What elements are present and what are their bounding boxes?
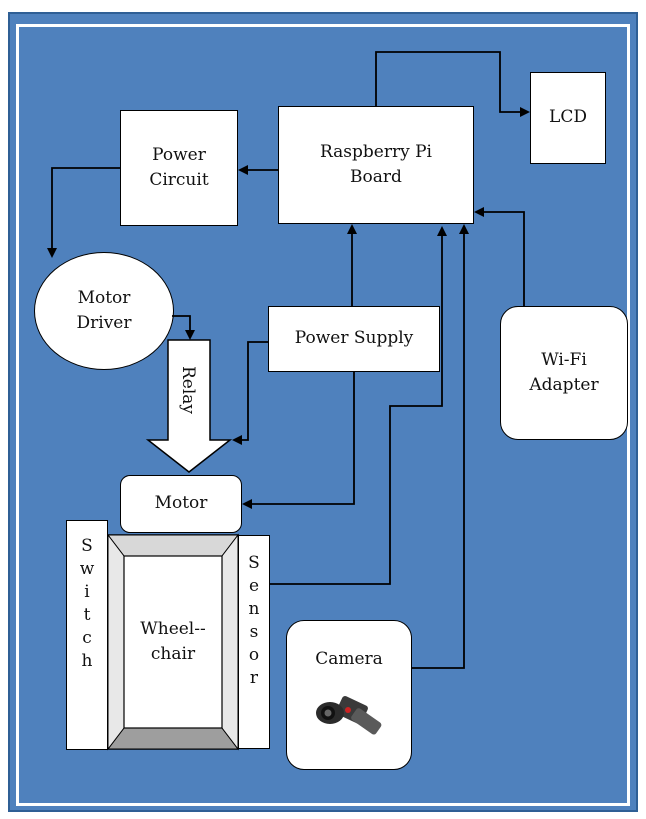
wire-power-supply-to-motor	[244, 372, 354, 504]
wire-motor-driver-to-relay	[172, 316, 190, 338]
wire-power-supply-to-relay	[234, 342, 268, 440]
wire-sensor-to-pi	[270, 228, 442, 584]
wire-camera-to-pi	[412, 226, 464, 668]
wire-pi-to-lcd	[376, 52, 528, 112]
wire-power-circuit-to-motor-driver	[52, 168, 120, 256]
wire-wifi-to-pi	[476, 212, 524, 306]
